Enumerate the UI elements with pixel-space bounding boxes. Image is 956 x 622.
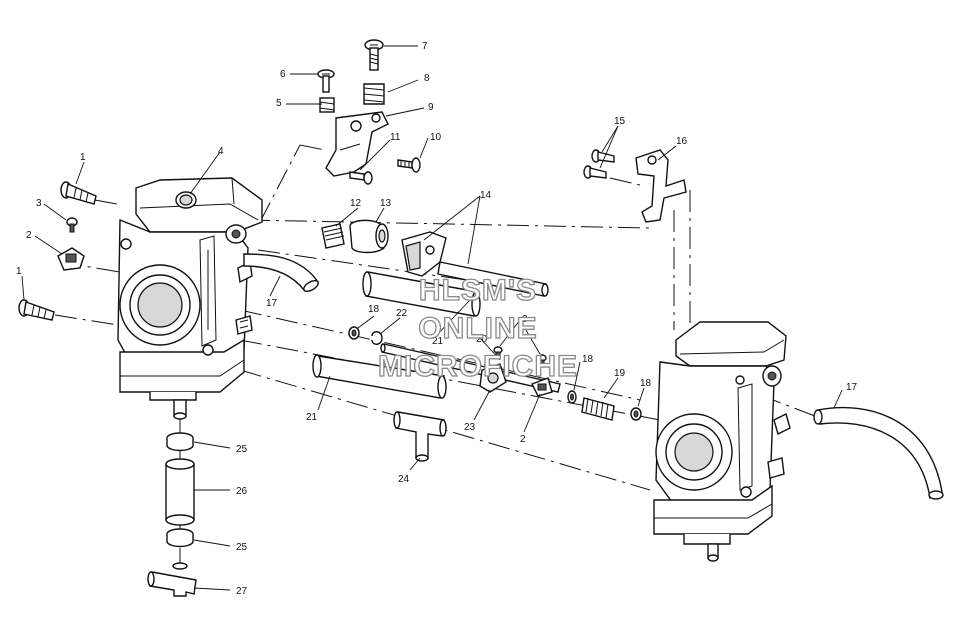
callout-24: 24 [398,474,410,485]
cable-bracket-assembly [317,39,421,185]
callout-19: 19 [614,368,626,379]
callout-18a: 18 [368,304,380,315]
callout-10: 10 [430,132,442,143]
left-carburetor [117,177,263,420]
watermark: HLSM'S ONLINE MICROFICHE [377,273,578,383]
drain-hose-assembly [147,432,197,597]
callout-17a: 17 [266,298,278,309]
callout-26: 26 [236,486,248,497]
vent-tee-fitting [393,411,447,462]
callout-27: 27 [236,586,248,597]
left-screws-and-clips [18,181,97,321]
callout-20: 20 [476,334,488,345]
callout-14: 14 [480,190,492,201]
upper-connecting-rod [362,271,481,317]
callout-12: 12 [350,198,362,209]
callout-16: 16 [676,136,688,147]
callout-3b: 3 [522,314,528,325]
callout-13: 13 [380,198,392,209]
callout-25b: 25 [236,542,248,553]
fuel-hose-right [813,406,944,500]
watermark-line-1: HLSM'S [419,274,537,307]
callout-17b: 17 [846,382,858,393]
washers-and-clip [348,326,642,421]
callout-2b: 2 [520,434,526,445]
callout-18c: 18 [640,378,652,389]
return-spring [581,397,615,421]
callout-5: 5 [276,98,282,109]
callout-4: 4 [218,146,224,157]
callout-6: 6 [280,69,286,80]
watermark-line-2: ONLINE [418,312,537,345]
callout-8: 8 [424,73,430,84]
lower-connecting-rod [312,354,447,399]
watermark-line-3: MICROFICHE [378,350,578,383]
callout-9: 9 [428,102,434,113]
callout-1a: 1 [80,152,86,163]
callout-11: 11 [390,132,401,143]
callout-3a: 3 [36,198,42,209]
callout-21a: 21 [432,336,444,347]
throttle-lever-shaft [401,231,549,297]
callout-2a: 2 [26,230,32,241]
callout-1b: 1 [16,266,22,277]
callout-7: 7 [422,41,428,52]
right-carburetor [653,321,791,562]
sync-shaft [380,343,561,397]
callout-21b: 21 [306,412,318,423]
callout-labels: 1 3 2 1 4 5 6 7 8 9 10 11 12 13 14 15 16… [16,41,858,597]
callout-23: 23 [464,422,476,433]
callout-15: 15 [614,116,626,127]
spring-and-sleeve [321,219,389,254]
callout-18b: 18 [582,354,594,365]
callout-22: 22 [396,308,408,319]
callout-25a: 25 [236,444,248,455]
fuel-hose-left [243,253,320,292]
leader-lines [21,45,843,591]
choke-bracket-assembly [583,149,687,223]
